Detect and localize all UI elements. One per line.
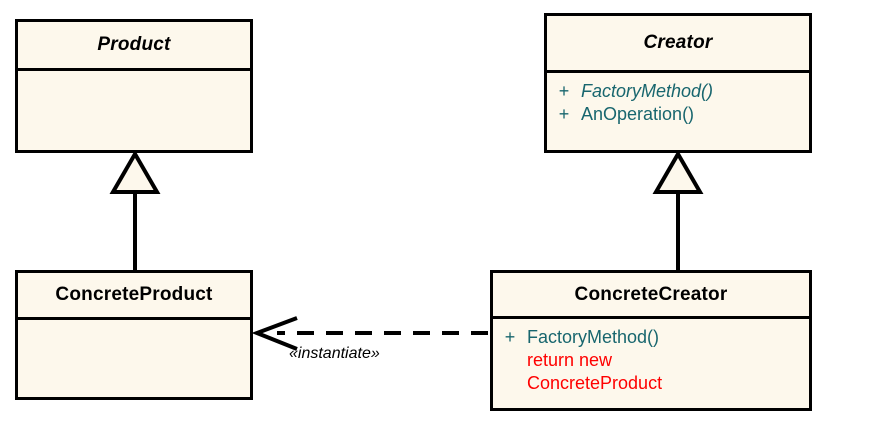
generalization-concrete-creator-to-creator — [652, 150, 704, 270]
class-divider-creator — [547, 70, 809, 73]
member-row: return new — [493, 349, 809, 372]
class-members-concrete-creator: + FactoryMethod() return new ConcretePro… — [493, 320, 809, 395]
class-name-product: Product — [97, 34, 171, 55]
member-name: FactoryMethod() — [527, 327, 660, 347]
generalization-concrete-product-to-product — [109, 150, 161, 270]
class-box-concrete-product[interactable]: ConcreteProduct — [15, 270, 253, 400]
member-name: AnOperation() — [581, 104, 695, 124]
member-visibility: + — [558, 104, 570, 124]
generalization-triangle-arrowhead — [652, 150, 704, 194]
class-divider-product — [18, 68, 250, 71]
member-row: + FactoryMethod() — [547, 80, 809, 103]
member-name: ConcreteProduct — [527, 373, 663, 393]
member-name: FactoryMethod() — [581, 81, 714, 101]
member-row: + FactoryMethod() — [493, 326, 809, 349]
class-members-concrete-product — [18, 320, 250, 326]
class-members-product — [18, 71, 250, 77]
member-row: + AnOperation() — [547, 103, 809, 126]
class-members-creator: + FactoryMethod() + AnOperation() — [547, 74, 809, 126]
class-name-concrete-creator: ConcreteCreator — [574, 283, 728, 305]
generalization-triangle-arrowhead — [109, 150, 161, 194]
class-box-creator[interactable]: Creator + FactoryMethod() + AnOperation(… — [544, 13, 812, 153]
member-visibility: + — [504, 327, 516, 347]
class-box-concrete-creator[interactable]: ConcreteCreator + FactoryMethod() return… — [490, 270, 812, 411]
member-row: ConcreteProduct — [493, 372, 809, 395]
class-name-creator: Creator — [643, 32, 713, 53]
class-divider-concrete-creator — [493, 316, 809, 319]
class-box-product[interactable]: Product — [15, 19, 253, 153]
dependency-label-instantiate: «instantiate» — [289, 345, 380, 362]
class-divider-concrete-product — [18, 317, 250, 320]
member-name: return new — [527, 350, 613, 370]
class-name-concrete-product: ConcreteProduct — [55, 284, 213, 305]
member-visibility: + — [558, 81, 570, 101]
